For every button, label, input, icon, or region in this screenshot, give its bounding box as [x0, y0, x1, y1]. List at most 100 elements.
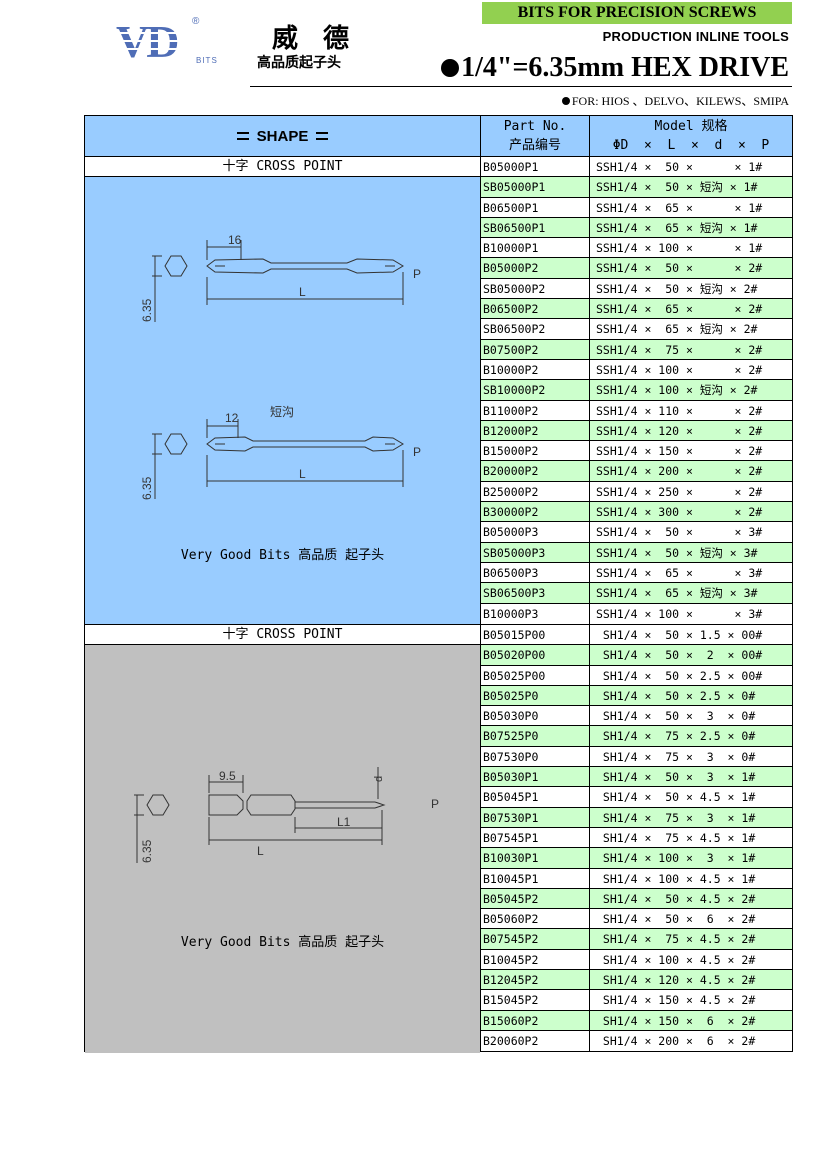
part-number-cell: SB06500P1 [481, 217, 590, 238]
dim-hex-label: 6.35 [140, 476, 154, 500]
model-spec-cell: SSH1/4 × 50 × × 1# [590, 157, 792, 177]
model-spec-cell: SSH1/4 × 50 × × 2# [590, 258, 792, 278]
part-number-cell: B10045P1 [481, 868, 590, 888]
section-1-drawings: 16 L P 6.35 12 短沟 L P 6.35 [140, 233, 421, 500]
compatibility-note: FOR: HIOS 、DELVO、KILEWS、SMIPA [561, 92, 789, 109]
table-row: B05025P0 SH1/4 × 50 × 2.5 × 0# [481, 685, 792, 707]
logo-registered: ® [192, 16, 200, 27]
part-number-cell: B07530P0 [481, 746, 590, 767]
part-number-cell: B07525P0 [481, 726, 590, 746]
tip-label: P [413, 267, 421, 281]
part-no-header-en: Part No. [503, 119, 567, 134]
subtitle: PRODUCTION INLINE TOOLS [602, 29, 789, 44]
dim-length-label: L [299, 467, 306, 481]
model-header: Model 规格 ΦD × L × d × P [590, 116, 792, 157]
company-logo: VD ® BITS [116, 16, 226, 68]
logo-stripe [116, 32, 196, 34]
equals-icon [316, 132, 329, 140]
part-number-cell: B06500P1 [481, 197, 590, 217]
model-spec-cell: SH1/4 × 150 × 4.5 × 2# [590, 990, 792, 1010]
part-number-cell: B05030P1 [481, 767, 590, 787]
equals-icon [236, 132, 249, 140]
model-spec-cell: SSH1/4 × 100 × × 1# [590, 238, 792, 258]
table-row: B07530P1 SH1/4 × 75 × 3 × 1# [481, 807, 792, 828]
part-number-cell: B05020P00 [481, 645, 590, 665]
part-number-cell: B07545P1 [481, 827, 590, 848]
hex-end-icon [164, 255, 188, 277]
shape-header: SHAPE [85, 116, 481, 157]
model-spec-cell: SH1/4 × 50 × 3 × 1# [590, 767, 792, 787]
model-spec-cell: SSH1/4 × 65 × × 1# [590, 197, 792, 217]
part-number-cell: B10000P1 [481, 238, 590, 258]
logo-stripe [116, 48, 196, 50]
part-number-cell: B15060P2 [481, 1010, 590, 1030]
model-spec-cell: SH1/4 × 50 × 2.5 × 0# [590, 685, 792, 706]
dim-length-label: L [299, 285, 306, 299]
spec-table: SHAPE Part No. 产品编号 Model 规格 ΦD × L × d … [84, 115, 793, 1053]
model-spec-cell: SSH1/4 × 100 × × 3# [590, 603, 792, 624]
part-number-cell: B11000P2 [481, 400, 590, 420]
table-row: B10030P1 SH1/4 × 100 × 3 × 1# [481, 848, 792, 869]
table-row: B05020P00 SH1/4 × 50 × 2 × 00# [481, 645, 792, 666]
section-1-title: 十字 CROSS POINT [85, 157, 480, 177]
model-spec-cell: SH1/4 × 100 × 4.5 × 2# [590, 949, 792, 970]
section-2-rows: B05015P00 SH1/4 × 50 × 1.5 × 00#B05020P0… [481, 624, 792, 1052]
model-spec-cell: SSH1/4 × 150 × × 2# [590, 441, 792, 461]
table-row: B15060P2 SH1/4 × 150 × 6 × 2# [481, 1010, 792, 1031]
part-number-cell: SB05000P1 [481, 177, 590, 197]
brand-name: 威 德 [272, 24, 358, 54]
table-row: B05045P1 SH1/4 × 50 × 4.5 × 1# [481, 787, 792, 808]
part-number-cell: SB06500P2 [481, 319, 590, 339]
model-spec-cell: SH1/4 × 75 × 3 × 1# [590, 807, 792, 827]
logo-subtext: BITS [196, 56, 218, 65]
hex-end-icon [164, 433, 188, 455]
table-row: B05025P00 SH1/4 × 50 × 2.5 × 00# [481, 665, 792, 686]
table-row: B05045P2 SH1/4 × 50 × 4.5 × 2# [481, 888, 792, 910]
bit-tip [374, 801, 386, 809]
part-number-cell: B07545P2 [481, 929, 590, 949]
dim-top-label: 9.5 [219, 769, 236, 783]
header-divider [250, 86, 792, 87]
part-number-cell: B10045P2 [481, 949, 590, 970]
model-spec-cell: SH1/4 × 50 × 1.5 × 00# [590, 625, 792, 645]
tip-label: P [431, 797, 439, 811]
bullet-icon [441, 59, 460, 77]
part-number-cell: B05000P2 [481, 258, 590, 278]
model-spec-cell: SH1/4 × 50 × 6 × 2# [590, 909, 792, 929]
model-spec-cell: SSH1/4 × 200 × × 2# [590, 461, 792, 481]
table-row: B07545P2 SH1/4 × 75 × 4.5 × 2# [481, 929, 792, 950]
dim-hex-label: 6.35 [140, 298, 154, 322]
model-spec-cell: SH1/4 × 200 × 6 × 2# [590, 1030, 792, 1052]
dim-l1-label: L1 [337, 815, 351, 829]
part-no-header-cn: 产品编号 [508, 138, 561, 153]
model-spec-cell: SSH1/4 × 65 × 短沟 × 3# [590, 583, 792, 603]
dim-hex-label: 6.35 [140, 839, 154, 863]
section-1-tagline: Very Good Bits 高品质 起子头 [180, 548, 385, 563]
dim-top-label: 16 [228, 233, 242, 247]
part-number-cell: B06500P3 [481, 562, 590, 583]
part-number-cell: B05015P00 [481, 625, 590, 645]
model-spec-cell: SH1/4 × 50 × 4.5 × 2# [590, 888, 792, 909]
model-spec-cell: SH1/4 × 75 × 3 × 0# [590, 746, 792, 767]
model-spec-cell: SSH1/4 × 100 × × 2# [590, 359, 792, 380]
dim-d-label: d [373, 776, 385, 782]
part-number-cell: B05000P1 [481, 157, 590, 177]
table-row: B07530P0 SH1/4 × 75 × 3 × 0# [481, 746, 792, 768]
part-number-cell: B06500P2 [481, 299, 590, 319]
model-spec-cell: SSH1/4 × 50 × 短沟 × 2# [590, 278, 792, 299]
model-spec-cell: SH1/4 × 50 × 2.5 × 00# [590, 665, 792, 685]
model-spec-cell: SSH1/4 × 65 × 短沟 × 2# [590, 319, 792, 339]
hex-collar [246, 794, 296, 816]
shape-header-label: SHAPE [256, 127, 309, 145]
